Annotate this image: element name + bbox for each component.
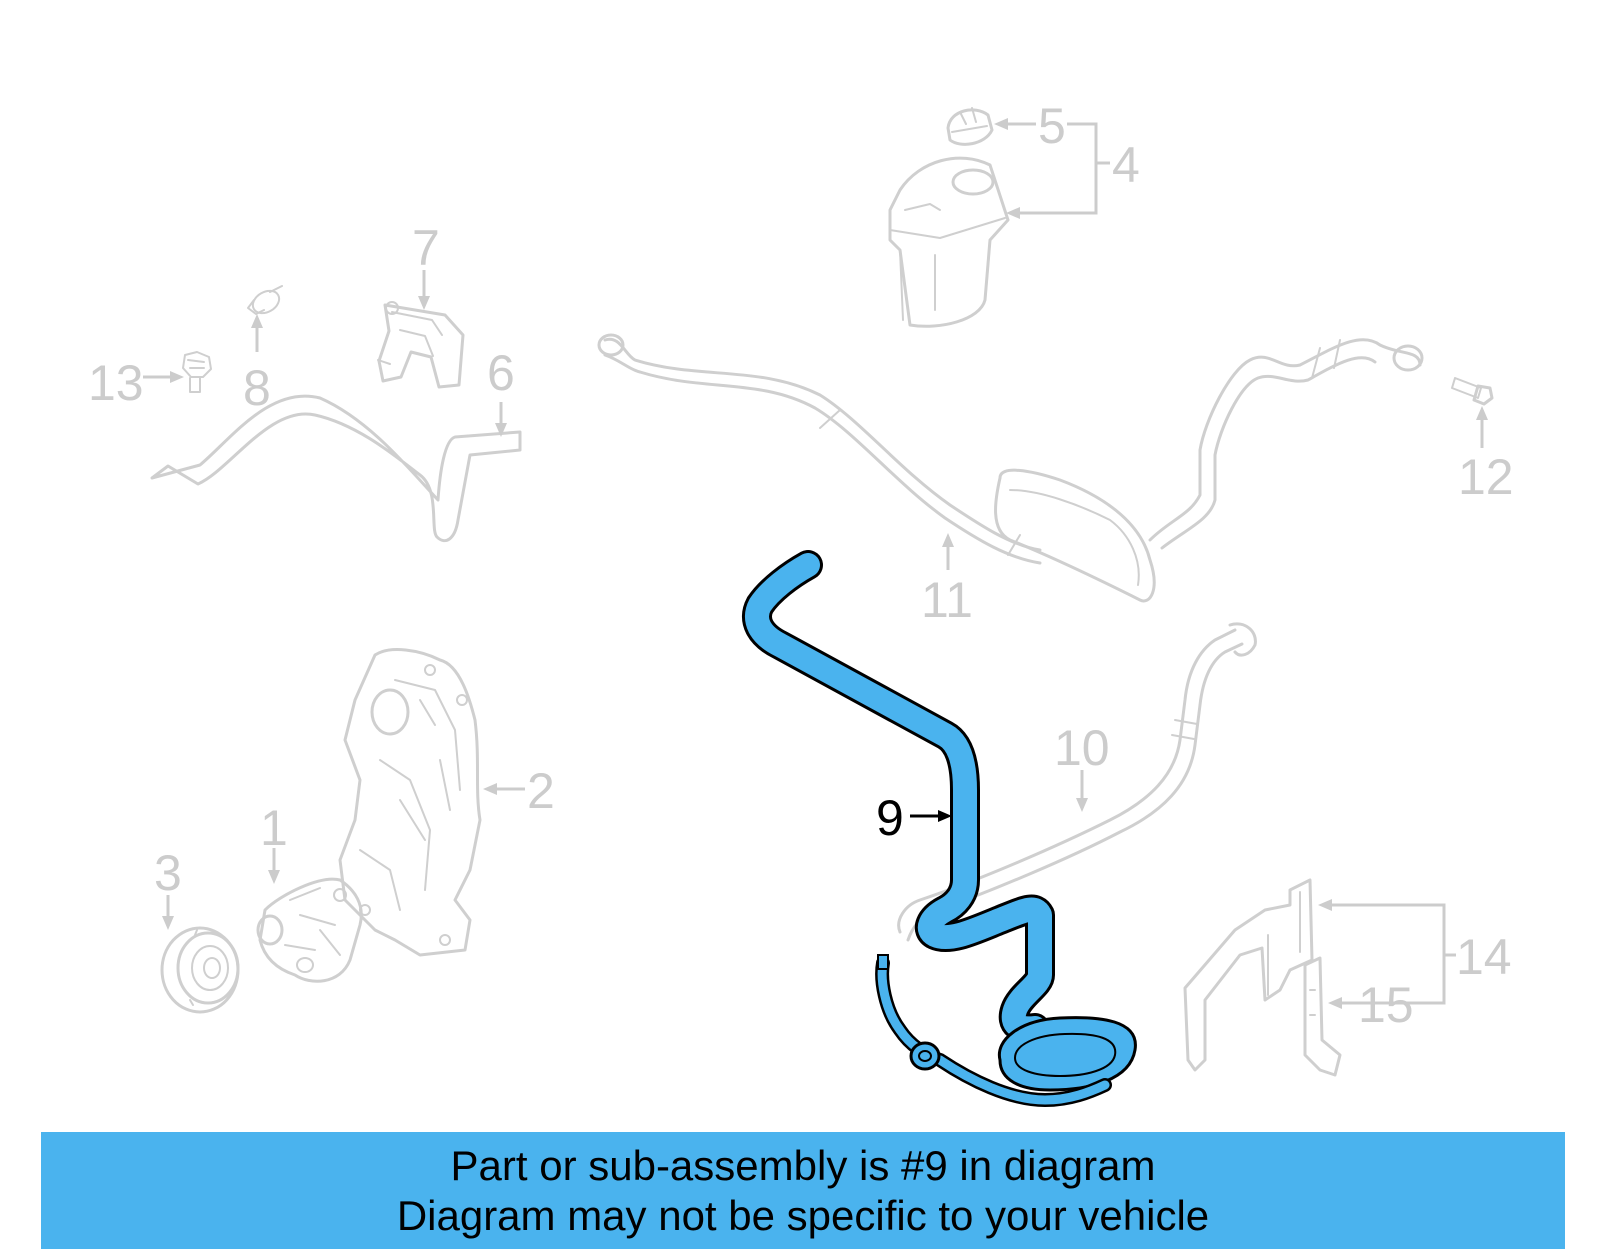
arrow-3	[162, 895, 174, 930]
label-4: 4	[1112, 137, 1140, 193]
part-14-bracket	[1183, 878, 1314, 1072]
arrow-12	[1476, 406, 1488, 448]
part-15-bracket	[1303, 956, 1342, 1077]
arrow-11	[942, 533, 954, 570]
arrow-2	[483, 783, 525, 795]
label-3: 3	[154, 845, 182, 901]
arrow-8	[251, 314, 263, 352]
label-15: 15	[1358, 977, 1414, 1033]
part-8-clamp	[247, 285, 283, 315]
part-2-cover	[338, 648, 482, 957]
arrow-7	[418, 270, 430, 310]
arrow-9	[910, 810, 952, 822]
label-11: 11	[921, 572, 973, 628]
bracket-4-5	[994, 118, 1110, 219]
label-12: 12	[1458, 449, 1514, 505]
part-3-pulley	[160, 926, 240, 1014]
part-12-bolt	[1451, 377, 1494, 406]
banner-line-1: Part or sub-assembly is #9 in diagram	[450, 1141, 1156, 1189]
part-7-bracket	[377, 301, 465, 389]
label-10: 10	[1054, 720, 1110, 776]
part-9-hose-highlighted	[742, 550, 1137, 1108]
label-1: 1	[260, 800, 288, 856]
arrow-10	[1076, 770, 1088, 812]
info-banner: Part or sub-assembly is #9 in diagram Di…	[41, 1132, 1565, 1249]
label-7: 7	[412, 220, 440, 276]
arrow-1	[268, 848, 280, 884]
arrow-6	[495, 402, 507, 437]
label-5: 5	[1038, 98, 1066, 154]
label-14: 14	[1456, 929, 1512, 985]
part-1-pump	[256, 877, 363, 983]
label-9: 9	[876, 790, 904, 846]
label-2: 2	[527, 763, 555, 819]
part-6-hose	[150, 394, 522, 543]
label-6: 6	[487, 345, 515, 401]
arrow-13	[143, 371, 184, 383]
part-11-line	[597, 333, 1424, 603]
banner-line-2: Diagram may not be specific to your vehi…	[396, 1191, 1210, 1239]
label-13: 13	[88, 355, 144, 411]
part-5-cap	[946, 107, 994, 146]
part-13-clip	[182, 351, 212, 393]
part-4-reservoir	[888, 156, 1010, 328]
bracket-14-15	[1318, 899, 1456, 1009]
